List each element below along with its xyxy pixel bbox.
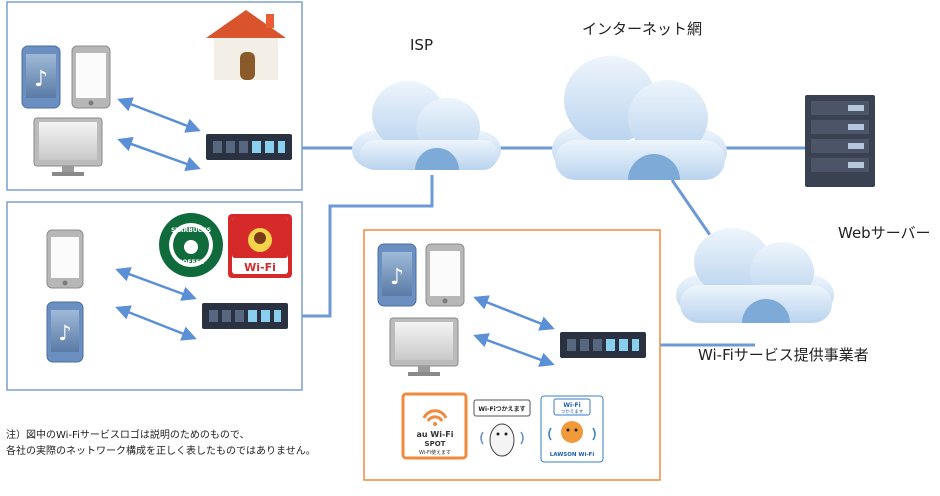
lawson-top-text-1: Wi-Fi xyxy=(563,402,580,409)
starbucks-bottom-text: COFFEE xyxy=(178,259,204,266)
smartphone-icon xyxy=(425,243,465,307)
wifi-arrows-cafe xyxy=(115,267,197,341)
isp-label: ISP xyxy=(410,36,433,54)
softbank-wifi-logo: Wi-Fiつかえます xyxy=(473,399,531,457)
link-internet-wifi xyxy=(670,179,714,239)
cafe-network-box: ♪ STARBUCKS COFFEE Wi-Fi xyxy=(6,201,303,391)
music-phone-icon: ♪ xyxy=(21,45,61,109)
isp-cloud xyxy=(352,81,501,170)
home-network-box: ♪ xyxy=(6,1,303,191)
internet-label: インターネット網 xyxy=(582,20,703,38)
lawson-wifi-logo: Wi-Fi つかえます LAWSON Wi-Fi xyxy=(540,395,604,463)
svg-text:♪: ♪ xyxy=(390,265,404,290)
mos-wifi-text: Wi-Fi xyxy=(244,261,276,274)
web-server-label: Webサーバー xyxy=(838,224,931,242)
router-icon-cafe xyxy=(202,303,288,329)
router-icon-home xyxy=(206,134,292,160)
web-server-icon xyxy=(805,95,875,187)
internet-cloud xyxy=(552,56,727,180)
svg-text:♪: ♪ xyxy=(34,67,48,92)
lawson-top-text-2: つかえます xyxy=(561,408,584,415)
mos-wifi-logo: Wi-Fi xyxy=(228,214,292,278)
au-text-1: au Wi-Fi xyxy=(417,430,454,439)
wifi-provider-label: Wi-Fiサービス提供事業者 xyxy=(698,346,869,364)
lawson-bottom-text: LAWSON Wi-Fi xyxy=(550,452,595,458)
music-phone-icon: ♪ xyxy=(46,301,84,363)
music-phone-icon: ♪ xyxy=(377,243,417,307)
au-wifi-spot-logo: au Wi-Fi SPOT Wi-Fi使えます xyxy=(401,392,468,460)
softbank-tag-text: Wi-Fiつかえます xyxy=(478,405,525,413)
wifi-arrows-store xyxy=(473,295,555,367)
store-network-box: ♪ xyxy=(363,229,661,481)
footnote-line-1: 注）図中のWi-Fiサービスロゴは説明のためのもので、 xyxy=(6,430,250,441)
starbucks-top-text: STARBUCKS xyxy=(171,227,211,234)
router-icon-store xyxy=(560,332,646,358)
svg-text:♪: ♪ xyxy=(58,321,71,345)
monitor-icon xyxy=(389,317,459,376)
au-text-3: Wi-Fi使えます xyxy=(419,449,451,456)
au-text-2: SPOT xyxy=(425,440,446,448)
wifi-provider-cloud xyxy=(676,228,834,323)
footnote-line-2: 各社の実際のネットワーク構成を正しく表したものではありません。 xyxy=(6,446,316,457)
wifi-arrows-home xyxy=(117,97,201,172)
footnote: 注）図中のWi-Fiサービスロゴは説明のためのもので、 各社の実際のネットワーク… xyxy=(6,428,316,460)
smartphone-icon xyxy=(71,45,111,109)
starbucks-logo: STARBUCKS COFFEE xyxy=(159,213,223,277)
house-icon xyxy=(206,10,286,80)
link-cafe-isp xyxy=(290,175,434,318)
smartphone-icon xyxy=(46,229,84,289)
monitor-icon xyxy=(33,117,103,176)
